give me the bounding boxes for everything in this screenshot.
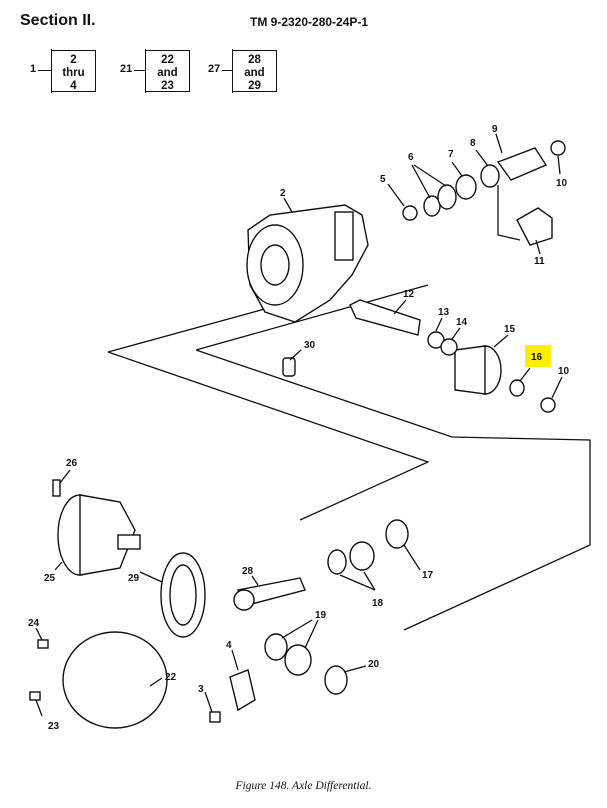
bearing-7 (455, 174, 477, 200)
bolt-26 (52, 479, 61, 497)
callout-17: 17 (422, 570, 434, 581)
seal-5 (402, 205, 418, 221)
differential-case (57, 494, 141, 576)
callout-2: 2 (280, 188, 286, 199)
nut-10-upper (550, 140, 566, 156)
callout-30: 30 (304, 340, 316, 351)
bearing-cone-6b (437, 184, 457, 210)
plug-23 (29, 691, 41, 701)
callout-24: 24 (28, 618, 40, 629)
legend-ref-line: 23 (161, 80, 174, 92)
legend-ref-box: 2 thru 4 (51, 49, 96, 93)
seal-17 (385, 519, 409, 549)
bearing-18a (327, 549, 347, 575)
legend-leader (222, 70, 233, 72)
bearing-18b (349, 541, 375, 571)
assembly-outline-small (497, 185, 521, 241)
legend-ref-line: 2 (70, 54, 77, 66)
seal-20 (324, 665, 348, 695)
legend-item-label: 27 (208, 63, 221, 75)
callout-29: 29 (128, 573, 140, 584)
flange-15 (454, 345, 502, 395)
callout-leaders (35, 133, 563, 717)
callout-28: 28 (242, 566, 254, 577)
legend-ref-box: 28 and 29 (232, 49, 277, 93)
assembly-outline (107, 284, 591, 631)
callout-13: 13 (438, 307, 450, 318)
callout-25: 25 (44, 573, 56, 584)
callout-9: 9 (492, 124, 498, 135)
callout-14: 14 (456, 317, 468, 328)
callout-7: 7 (448, 149, 454, 160)
plug-30 (282, 357, 296, 377)
callout-3: 3 (198, 684, 204, 695)
callout-4: 4 (226, 640, 232, 651)
legend-ref-line: 22 (161, 54, 174, 66)
section-title: Section II. (20, 12, 96, 29)
callout-23: 23 (48, 721, 60, 732)
legend-ref-line: 29 (248, 80, 261, 92)
legend-ref-line: 28 (248, 54, 261, 66)
cover (62, 631, 168, 729)
legend-ref-line: 4 (70, 80, 77, 92)
figure-caption: Figure 148. Axle Differential. (235, 780, 372, 792)
yoke-9 (496, 147, 548, 181)
bearing-14 (440, 338, 458, 356)
callout-12: 12 (403, 289, 415, 300)
callout-18: 18 (372, 598, 384, 609)
legend-ref-line: thru (62, 67, 85, 79)
callout-15: 15 (504, 324, 516, 335)
legend-item-label: 21 (120, 63, 133, 75)
legend-leader (38, 70, 52, 72)
legend-leader (134, 70, 146, 72)
bolt-24 (37, 639, 49, 649)
legend-ref-line: and (157, 67, 178, 79)
washer-16 (509, 379, 525, 397)
tm-number: TM 9-2320-280-24P-1 (250, 15, 369, 29)
pinion-head (233, 589, 255, 611)
callout-26: 26 (66, 458, 78, 469)
ring-gear-inner (169, 564, 197, 626)
bolt-3 (209, 711, 221, 723)
callout-5: 5 (380, 174, 386, 185)
callout-22: 22 (165, 672, 177, 683)
callout-19: 19 (315, 610, 327, 621)
bearing-cup-6a (423, 195, 441, 217)
bearing-19b (284, 644, 312, 676)
highlight-16 (525, 345, 551, 367)
callout-20: 20 (368, 659, 380, 670)
legend-item-label: 1 (30, 63, 37, 75)
callout-10-upper: 10 (556, 178, 568, 189)
bearing-cap (229, 669, 256, 712)
seal-8 (480, 164, 500, 188)
nut-10 (540, 397, 556, 413)
callout-11: 11 (534, 256, 545, 267)
callout-8: 8 (470, 138, 476, 149)
callout-6: 6 (408, 152, 414, 163)
callout-16: 16 (531, 352, 543, 363)
callout-10-lower: 10 (558, 366, 570, 377)
axle-housing (246, 204, 369, 323)
input-shaft (349, 299, 421, 336)
legend-ref-box: 22 and 23 (145, 49, 190, 93)
legend-ref-line: and (244, 67, 265, 79)
yoke-11 (516, 207, 553, 246)
bearing-19a (264, 633, 288, 661)
